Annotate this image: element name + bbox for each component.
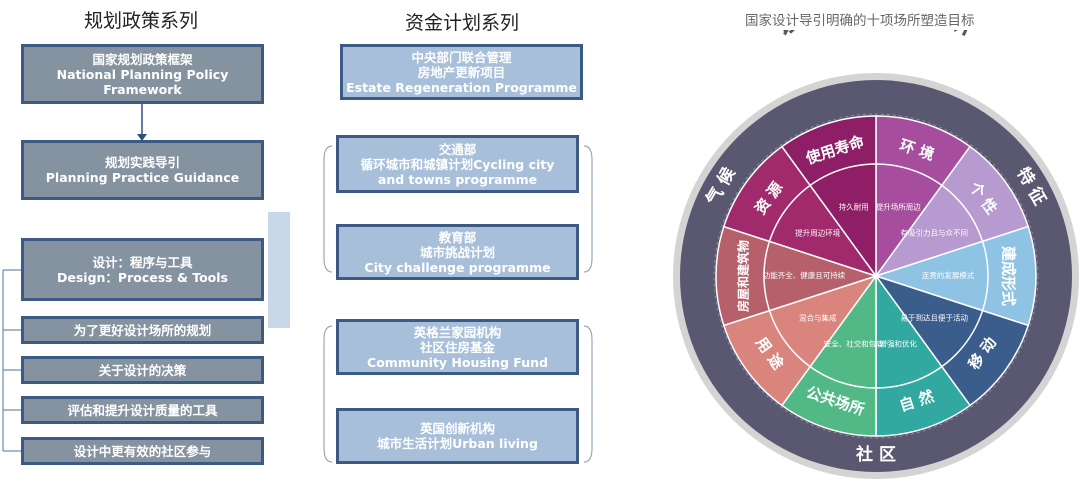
wheel-segment-desc-2: 有吸引力且与众不同 xyxy=(900,228,968,238)
community-housing-cn: 社区住房基金 xyxy=(419,339,495,355)
city-challenge-en: City challenge programme xyxy=(364,259,551,275)
wheel-segment-5 xyxy=(875,273,972,437)
urban-living-cn: 城市生活计划Urban living xyxy=(377,436,538,451)
wheel-segment-desc-1: 提升场所周边 xyxy=(876,202,921,212)
wheel-segment-1 xyxy=(875,115,972,279)
funding-heading: 资金计划系列 xyxy=(405,12,520,34)
wheel-segment-label-3: 建成形式 xyxy=(1000,246,1018,306)
npp-framework-box: 国家规划政策框架 National Planning Policy Framew… xyxy=(21,44,264,104)
city-challenge-box: 教育部 城市挑战计划 City challenge programme xyxy=(336,224,579,280)
wheel-segment-desc-5: 增强和优化 xyxy=(879,338,917,348)
estate-regeneration-box: 中央部门联合管理 房地产更新项目 Estate Regeneration Pro… xyxy=(340,44,583,100)
wheel-segment-2 xyxy=(874,145,1030,278)
ppg-box: 规划实践导引 Planning Practice Guidance xyxy=(21,140,264,200)
urban-living-dept: 英国创新机构 xyxy=(419,421,495,436)
wheel-title-path: 设计精良的场所 xyxy=(770,30,980,42)
cycling-city-box: 交通部 循环城市和城镇计划Cycling city and towns prog… xyxy=(336,135,579,193)
sub-item-2: 关于设计的决策 xyxy=(21,356,264,384)
wheel-segment-desc-3: 连贯的发展模式 xyxy=(922,270,975,280)
sub-item-1-label: 为了更好设计场所的规划 xyxy=(73,322,212,338)
design-tools-en: Design：Process & Tools xyxy=(57,269,228,285)
community-housing-box: 英格兰家园机构 社区住房基金 Community Housing Fund xyxy=(336,319,579,375)
city-challenge-dept: 教育部 xyxy=(438,229,477,245)
wheel-segment-desc-4: 易于到达且便于活动 xyxy=(900,312,968,322)
wheel-segment-4 xyxy=(874,274,1030,407)
design-tools-box: 设计：程序与工具 Design：Process & Tools xyxy=(21,238,264,301)
wheel-segment-6 xyxy=(780,273,877,437)
wheel-segment-desc-9: 提升周边环境 xyxy=(795,228,840,238)
middle-braces xyxy=(323,145,593,463)
wheel-caption: 国家设计导引明确的十项场所塑造目标 xyxy=(745,13,975,29)
wheel-segment-3 xyxy=(873,225,1037,327)
sub-item-4-label: 设计中更有效的社区参与 xyxy=(73,443,212,459)
cycling-city-en: and towns programme xyxy=(377,171,538,187)
wheel-title: 设计精良的场所 xyxy=(770,30,980,42)
community-housing-dept: 英格兰家园机构 xyxy=(413,324,502,340)
wheel-segment-desc-8: 功能齐全、健康且可持续 xyxy=(763,270,846,280)
wheel-segment-desc-7: 混合与集成 xyxy=(799,312,837,322)
wheel-segment-7 xyxy=(722,274,878,407)
ppg-cn: 规划实践导引 xyxy=(104,155,180,170)
sub-item-3: 评估和提升设计质量的工具 xyxy=(21,396,264,424)
wheel-segment-10 xyxy=(780,115,877,279)
sub-item-3-label: 评估和提升设计质量的工具 xyxy=(67,402,218,418)
estate-regeneration-cn1: 中央部门联合管理 xyxy=(411,49,512,65)
planning-policy-heading: 规划政策系列 xyxy=(84,10,199,32)
estate-regeneration-en: Estate Regeneration Programme xyxy=(346,79,577,95)
sub-item-4: 设计中更有效的社区参与 xyxy=(21,437,264,465)
ring-label-3: 社 区 xyxy=(855,444,896,465)
sub-item-1: 为了更好设计场所的规划 xyxy=(21,316,264,344)
cycling-city-dept: 交通部 xyxy=(438,141,477,157)
cycling-city-name: 循环城市和城镇计划Cycling city xyxy=(360,156,555,172)
estate-regeneration-cn2: 房地产更新项目 xyxy=(417,64,506,80)
wheel-segment-8 xyxy=(715,225,879,327)
wheel-inner-separator xyxy=(763,163,989,389)
npp-framework-en2: Framework xyxy=(103,81,182,97)
community-housing-en: Community Housing Fund xyxy=(367,354,548,370)
ppg-en: Planning Practice Guidance xyxy=(45,170,240,185)
wheel-segment-9 xyxy=(722,145,878,278)
wheel-segment-label-8: 房屋和建筑物 xyxy=(736,240,751,312)
city-challenge-cn: 城市挑战计划 xyxy=(419,244,495,260)
sub-item-2-label: 关于设计的决策 xyxy=(98,362,187,378)
npp-framework-cn: 国家规划政策框架 xyxy=(92,51,193,67)
wheel-segment-desc-6: 安全、社交和包容 xyxy=(824,338,884,348)
npp-framework-en1: National Planning Policy xyxy=(56,66,229,82)
design-tools-cn: 设计：程序与工具 xyxy=(92,254,193,270)
urban-living-box: 英国创新机构 城市生活计划Urban living xyxy=(336,408,579,464)
wheel-segment-desc-10: 持久耐用 xyxy=(839,202,869,212)
